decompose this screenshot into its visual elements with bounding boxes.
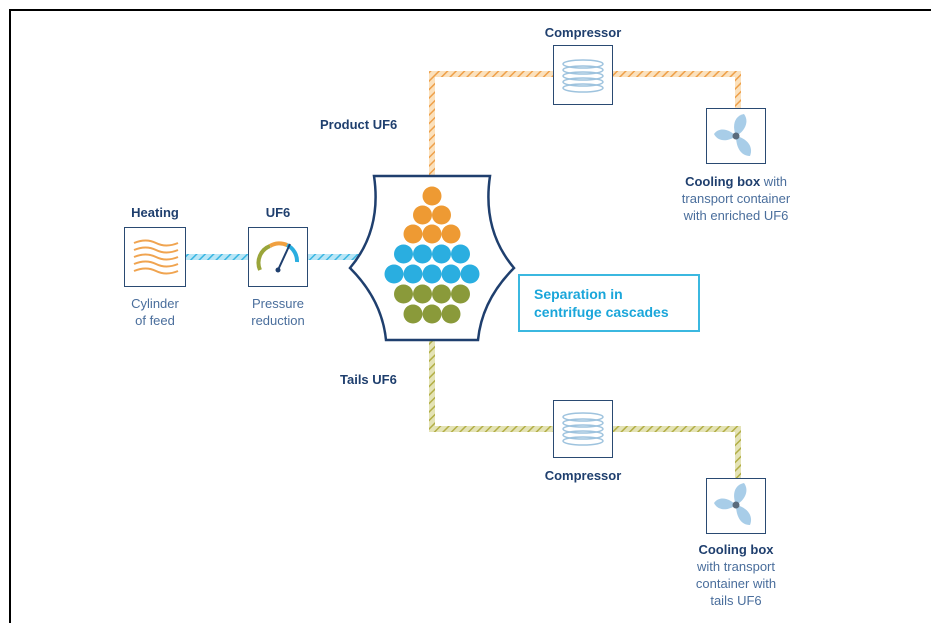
uf6-title: UF6 (265, 205, 291, 220)
heating-title: Heating (131, 205, 179, 220)
cascade-sphere (413, 284, 432, 304)
tails-cooling-caption: Cooling box with transport container wit… (695, 542, 777, 608)
compressor-coil-icon-bottom (562, 412, 604, 446)
cascade-sphere (384, 264, 404, 284)
cascade-sphere (422, 304, 442, 324)
cascade-sphere (394, 244, 413, 264)
cascade-sphere (413, 244, 432, 264)
product-pipe-from-compressor (613, 71, 741, 77)
product-pipe-to-cooling (735, 71, 741, 109)
cascade-sphere (441, 264, 461, 284)
cascade-sphere (451, 244, 470, 264)
cascade-sphere (422, 224, 442, 244)
cascade-sphere (441, 224, 461, 244)
frame-left-border (9, 9, 11, 623)
cascade-sphere (413, 205, 432, 225)
tails-compressor-box (553, 400, 613, 458)
fan-icon-bottom (714, 483, 752, 525)
cascade-sphere (403, 304, 423, 324)
product-compressor-label: Compressor (544, 25, 622, 40)
tails-pipe-to-compressor (429, 426, 553, 432)
fan-icon-top (714, 114, 752, 156)
product-cooling-box (706, 108, 766, 164)
cascade-sphere (432, 244, 451, 264)
cascade-sphere (394, 284, 413, 304)
separation-label-box: Separation in centrifuge cascades (518, 274, 700, 332)
centrifuge-cascade-vessel (348, 174, 516, 342)
separation-line2: centrifuge cascades (534, 304, 669, 320)
product-uf6-label: Product UF6 (320, 117, 398, 132)
heating-cylinder-box (124, 227, 186, 287)
feed-pipe-1 (186, 254, 248, 260)
tails-cooling-box (706, 478, 766, 534)
heating-caption: Cylinder of feed (131, 296, 179, 328)
cascade-sphere (422, 264, 442, 284)
product-pipe-to-compressor (429, 71, 553, 77)
tails-compressor-label: Compressor (544, 468, 622, 483)
pressure-gauge-icon (256, 241, 299, 273)
cascade-sphere (403, 264, 423, 284)
product-cooling-caption: Cooling box with transport container wit… (681, 174, 791, 223)
cascade-sphere (432, 284, 451, 304)
feed-pipe-2 (308, 254, 374, 260)
heat-waves-icon (133, 239, 179, 275)
cascade-sphere (441, 304, 461, 324)
tails-pipe-from-compressor (613, 426, 741, 432)
cascade-sphere (403, 224, 423, 244)
cascade-spheres (384, 186, 480, 324)
product-compressor-box (553, 45, 613, 105)
tails-uf6-label: Tails UF6 (340, 372, 397, 387)
compressor-coil-icon-top (562, 59, 604, 93)
product-pipe-vertical (429, 71, 435, 183)
uf6-caption: Pressure reduction (251, 296, 305, 328)
cascade-sphere (432, 205, 451, 225)
cascade-sphere (460, 264, 480, 284)
cascade-sphere (451, 284, 470, 304)
tails-pipe-to-cooling (735, 426, 741, 478)
frame-top-border (9, 9, 931, 11)
tails-pipe-vertical (429, 333, 435, 432)
pressure-reduction-box (248, 227, 308, 287)
separation-line1: Separation in (534, 286, 623, 302)
cascade-sphere (422, 186, 442, 206)
